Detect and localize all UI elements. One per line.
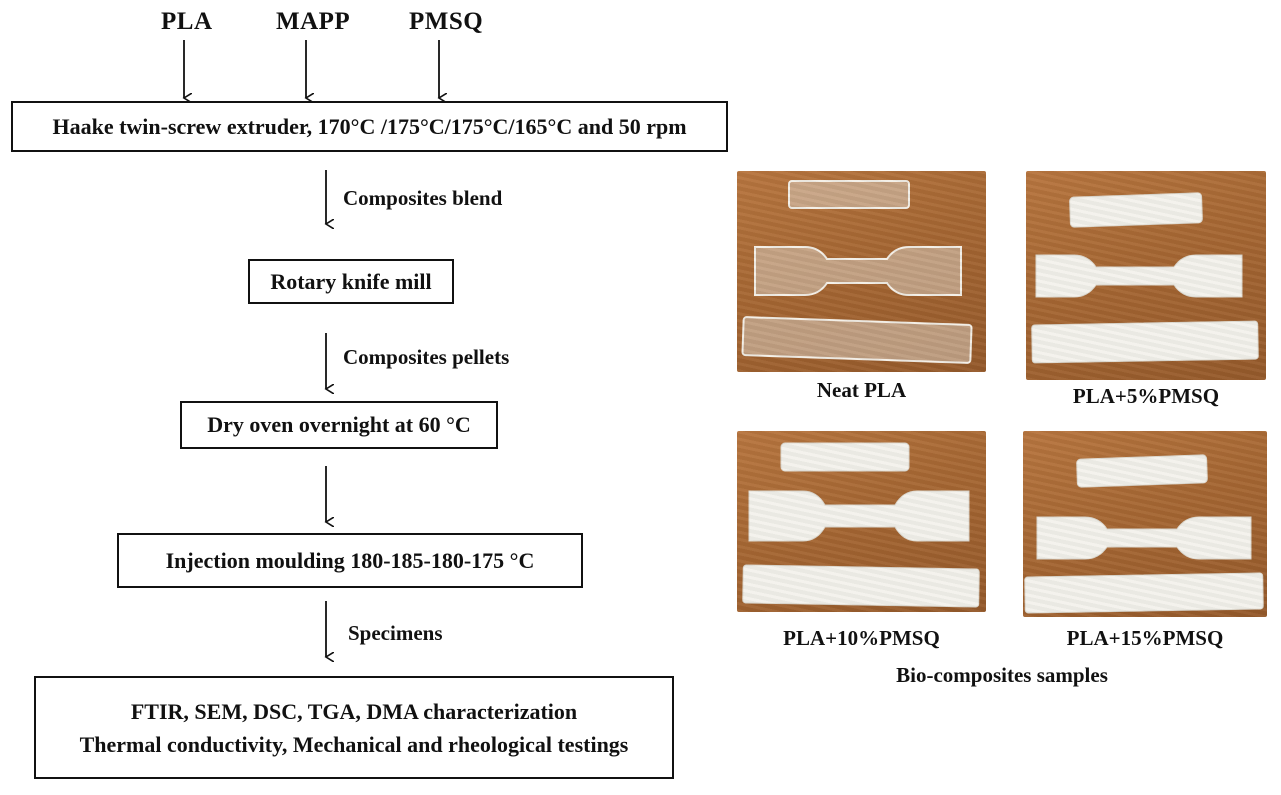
caption-pla-10-pmsq: PLA+10%PMSQ bbox=[783, 626, 940, 650]
neat-pla-long-bar bbox=[741, 316, 973, 364]
rotary-knife-mill-box: Rotary knife mill bbox=[248, 259, 454, 304]
dry-oven-text: Dry oven overnight at 60 °C bbox=[207, 412, 471, 437]
caption-pla-5-pmsq: PLA+5%PMSQ bbox=[1072, 384, 1220, 408]
pla-10-short-bar bbox=[780, 442, 910, 472]
pla-5-dogbone bbox=[1035, 254, 1243, 298]
caption-pla-15-pmsq: PLA+15%PMSQ bbox=[1066, 626, 1224, 650]
pla-5-short-bar bbox=[1069, 192, 1203, 228]
pla-15-long-bar bbox=[1024, 572, 1264, 614]
caption-neat-pla: Neat PLA bbox=[816, 378, 907, 402]
pla-5-long-bar bbox=[1031, 320, 1259, 364]
neat-pla-photo bbox=[737, 171, 986, 372]
injection-moulding-box: Injection moulding 180-185-180-175 °C bbox=[117, 533, 583, 588]
composites-pellets-label: Composites pellets bbox=[343, 345, 510, 369]
pla-10-pmsq-photo bbox=[737, 431, 986, 612]
injection-moulding-text: Injection moulding 180-185-180-175 °C bbox=[165, 547, 535, 573]
pla-10-long-bar bbox=[742, 564, 980, 608]
characterization-line-1: FTIR, SEM, DSC, TGA, DMA characterizatio… bbox=[130, 698, 578, 724]
neat-pla-dogbone bbox=[754, 246, 962, 296]
pla-10-dogbone bbox=[748, 490, 970, 542]
dry-oven-box: Dry oven overnight at 60 °C bbox=[180, 401, 498, 449]
input-pmsq-label: PMSQ bbox=[409, 8, 484, 35]
characterization-box: FTIR, SEM, DSC, TGA, DMA characterizatio… bbox=[34, 676, 674, 779]
specimens-label: Specimens bbox=[348, 621, 443, 645]
extruder-text: Haake twin-screw extruder, 170°C /175°C/… bbox=[52, 113, 687, 139]
pla-15-pmsq-photo bbox=[1023, 431, 1267, 617]
pla-15-dogbone bbox=[1036, 516, 1252, 560]
neat-pla-short-bar bbox=[788, 180, 910, 209]
pla-15-short-bar bbox=[1076, 454, 1208, 488]
extruder-box: Haake twin-screw extruder, 170°C /175°C/… bbox=[11, 101, 728, 152]
pla-5-pmsq-photo bbox=[1026, 171, 1266, 380]
characterization-line-2: Thermal conductivity, Mechanical and rhe… bbox=[79, 731, 629, 757]
input-mapp-label: MAPP bbox=[276, 8, 351, 35]
bio-composites-samples-title: Bio-composites samples bbox=[896, 663, 1108, 687]
composites-blend-label: Composites blend bbox=[343, 186, 503, 210]
input-pla-label: PLA bbox=[161, 8, 213, 35]
rotary-knife-mill-text: Rotary knife mill bbox=[270, 268, 432, 294]
